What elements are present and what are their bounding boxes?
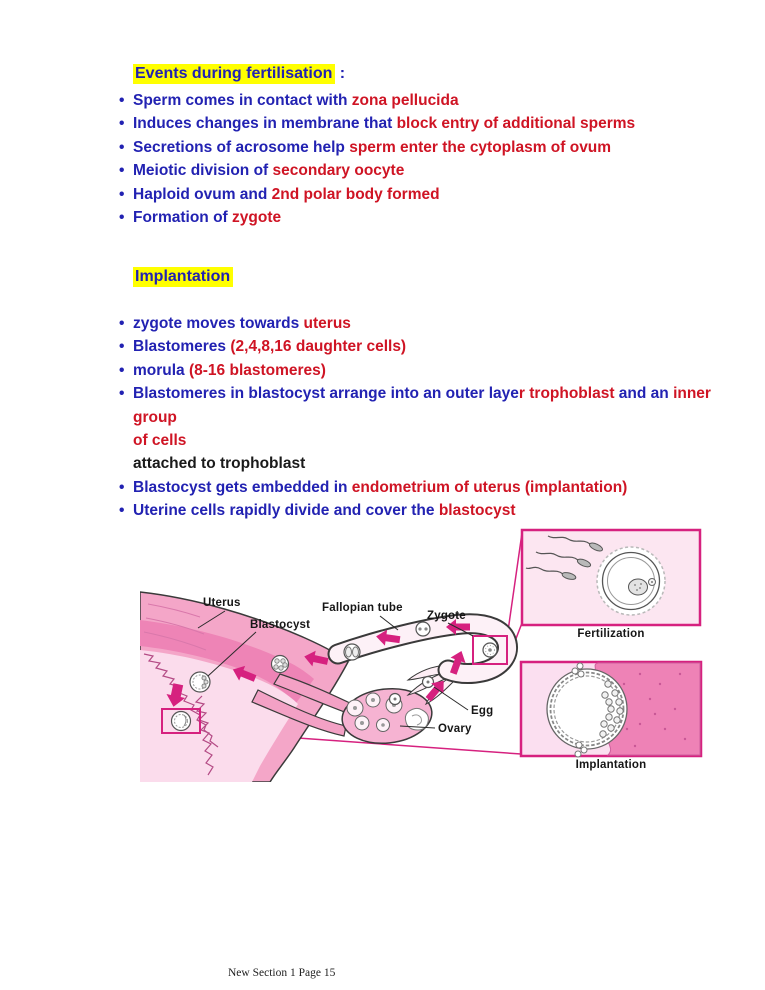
bullet-item: Blastocyst gets embedded in endometrium …: [118, 476, 743, 500]
bullet-item: Haploid ovum and 2nd polar body formed: [118, 183, 743, 207]
text-segment: of cells: [133, 432, 187, 450]
highlighted-heading-text: Events during fertilisation: [133, 64, 336, 84]
bullet-item: Uterine cells rapidly divide and cover t…: [118, 499, 743, 523]
egg-label: Egg: [471, 705, 494, 717]
text-segment: zygote: [232, 209, 282, 227]
text-segment: uterus: [303, 315, 351, 332]
heading-suffix: :: [335, 65, 346, 82]
text-segment: Blastocyst gets embedded in: [133, 478, 352, 496]
text-segment: zygote moves towards: [133, 315, 304, 332]
text-segment: block entry of additional sperms: [396, 115, 636, 133]
fallopian-tube-shape: [327, 613, 518, 684]
ovary-shape: [341, 687, 433, 745]
reproductive-system-figure: Uterus Blastocyst Fallopian tube Zygote …: [139, 524, 725, 783]
implantation-callout-square: [161, 708, 201, 734]
implantation-inset: [519, 660, 703, 758]
bullet-item: Induces changes in membrane that block e…: [118, 112, 743, 136]
fertilization-inset: [520, 528, 702, 627]
bullet-item: Sperm comes in contact with zona pelluci…: [118, 89, 743, 113]
bullet-item: Formation of zygote: [118, 206, 743, 230]
fallopian-tube-label: Fallopian tube: [322, 602, 403, 614]
dividing-cells: [189, 621, 498, 693]
text-segment: zona pellucida: [351, 92, 459, 109]
bullet-item: Blastomeres in blastocyst arrange into a…: [118, 382, 743, 476]
bullet-item: Meiotic division of secondary oocyte: [118, 159, 743, 183]
inner-cell-mass: [599, 680, 624, 738]
text-segment: endometrium of uterus (implantation): [351, 478, 628, 496]
ovary-label: Ovary: [438, 723, 472, 735]
bullet-item: zygote moves towards uterus: [118, 312, 743, 336]
text-segment: Secretions of acrosome help: [133, 138, 350, 156]
implantation-inset-label: Implantation: [575, 759, 647, 771]
text-segment: (2,4,8,16 daughter cells): [230, 338, 407, 356]
text-segment: Formation of: [133, 209, 233, 227]
text-segment: Blastomeres: [133, 338, 231, 356]
text-segment: secondary oocyte: [272, 162, 405, 180]
text-segment: morula: [133, 361, 189, 379]
reproductive-system-diagram: [139, 528, 703, 783]
fertilization-inset-label: Fertilization: [577, 628, 645, 640]
fertilization-callout-line: [506, 532, 523, 639]
text-segment: Meiotic division of: [133, 162, 273, 180]
zygote-label: Zygote: [427, 610, 466, 622]
bullet-item: Secretions of acrosome help sperm enter …: [118, 136, 743, 160]
text-segment: inner group: [133, 385, 711, 426]
uterus-shape: [139, 591, 349, 783]
section-implantation-heading: Implantation: [133, 267, 234, 287]
section-fertilisation-heading: Events during fertilisation :: [133, 64, 345, 84]
text-segment: Uterine cells rapidly divide and cover t…: [133, 502, 439, 520]
transport-arrows: [166, 619, 470, 707]
implanting-blastocyst: [170, 710, 192, 732]
text-segment: blastocyst: [438, 502, 516, 520]
text-segment: Induces changes in membrane that: [133, 115, 397, 133]
zygote-callout-square: [472, 635, 508, 665]
text-segment: attached to trophoblast: [133, 455, 306, 473]
highlighted-heading-text: Implantation: [133, 267, 234, 287]
page-footer: New Section 1 Page 15: [228, 967, 336, 979]
fertilisation-bullet-list: Sperm comes in contact with zona pelluci…: [118, 89, 743, 230]
bullet-item: Blastomeres (2,4,8,16 daughter cells): [118, 335, 743, 359]
bullet-item: morula (8-16 blastomeres): [118, 359, 743, 383]
text-segment: Sperm comes in contact with: [133, 92, 352, 109]
sperm-cells: [525, 535, 591, 575]
text-segment: and an: [618, 385, 674, 403]
text-segment: (8-16 blastomeres): [188, 361, 326, 379]
text-segment: 2nd polar body formed: [271, 185, 440, 203]
blastocyst-label: Blastocyst: [250, 619, 311, 631]
implantation-bullet-list: zygote moves towards uterusBlastomeres (…: [118, 312, 743, 523]
text-segment: Blastomeres in blastocyst arrange into a…: [133, 385, 519, 403]
text-segment: Haploid ovum and: [133, 185, 272, 203]
text-segment: r trophoblast: [518, 385, 619, 403]
ovarian-ligament: [251, 689, 347, 737]
label-pointer-lines: [197, 610, 474, 729]
text-segment: sperm enter the cytoplasm of ovum: [349, 138, 612, 156]
uterus-label: Uterus: [203, 597, 241, 609]
